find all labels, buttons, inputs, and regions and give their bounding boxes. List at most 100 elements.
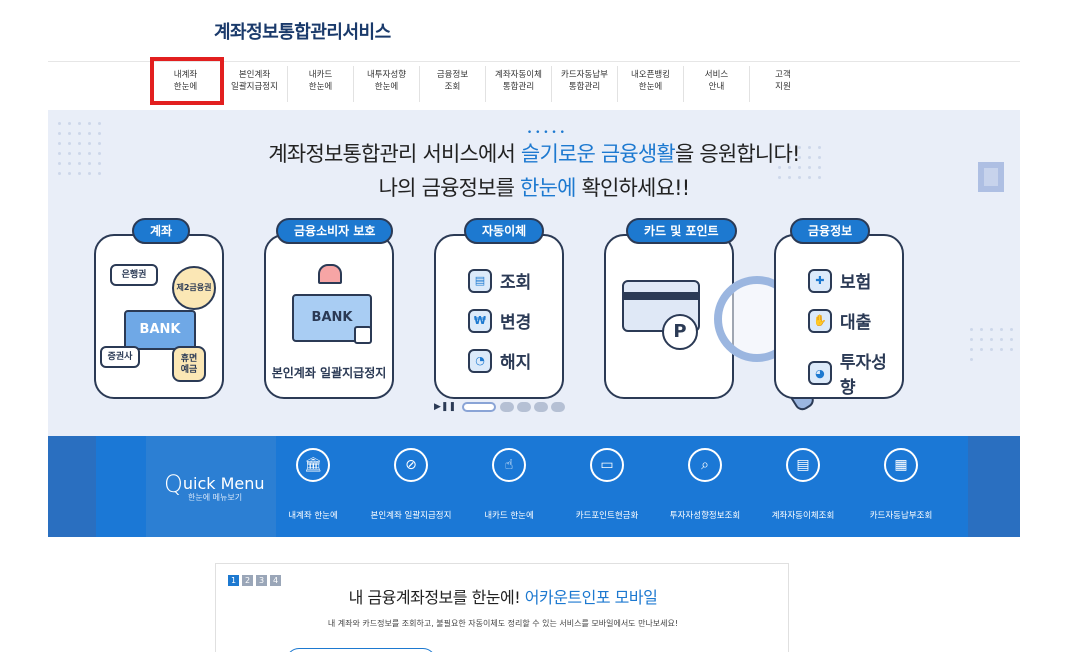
document-search-icon: ▤	[468, 268, 492, 293]
quick-menu-subtitle: 한눈에 메뉴보기	[188, 493, 243, 502]
hero-text: 나의 금융정보를	[378, 176, 521, 200]
dot-pattern	[778, 146, 828, 186]
quick-item-label: 계좌자동이체조회	[771, 511, 835, 521]
slider-controls: ▶❚❚	[434, 402, 568, 412]
hero-text: 계좌정보통합관리 서비스에서	[268, 142, 521, 166]
hero-text: 확인하세요!!	[575, 176, 690, 200]
dot-pattern	[970, 328, 1020, 368]
nav-item-investment-profile[interactable]: 내투자성향 한눈에	[354, 66, 420, 102]
auto-transfer-change[interactable]: ₩변경	[468, 308, 531, 333]
nav-item-my-cards[interactable]: 내카드 한눈에	[288, 66, 354, 102]
bubble-dormant-deposit: 휴면 예금	[172, 346, 206, 382]
bank-building: BANK	[124, 310, 196, 350]
quick-menu-heading-text: uick Menu	[182, 474, 265, 493]
quick-menu-heading: Quick Menu	[164, 470, 265, 498]
gnb-divider	[48, 61, 1020, 62]
financial-info-insurance[interactable]: ✚ 보험	[808, 268, 871, 293]
card-consumer-protection[interactable]: BANK 본인계좌 일괄지급정지	[264, 234, 394, 399]
card-cards-points[interactable]: P	[604, 234, 734, 399]
card-financial-info[interactable]: ✚ 보험 ✋ 대출 ◕투자성향	[774, 234, 904, 399]
card-point-icon: ▭	[590, 448, 624, 482]
pager-button-2[interactable]: 2	[242, 575, 253, 586]
monitor-search-icon: ⌕	[688, 448, 722, 482]
nav-item-payment-stop[interactable]: 본인계좌 일괄지급정지	[222, 66, 288, 102]
bubble-bank: 은행권	[110, 264, 158, 286]
slide-indicator[interactable]	[534, 402, 549, 412]
bubble-secondary-finance: 제2금융권	[172, 266, 216, 310]
card-accounts[interactable]: BANK 은행권 제2금융권 증권사 휴면 예금	[94, 234, 224, 399]
nav-item-financial-info[interactable]: 금융정보 조회	[420, 66, 486, 102]
hero-headline-2: 나의 금융정보를 한눈에 확인하세요!!	[48, 172, 1020, 202]
card-touch-icon: ☝	[492, 448, 526, 482]
pager-button-4[interactable]: 4	[270, 575, 281, 586]
site-title[interactable]: 계좌정보통합관리서비스	[214, 22, 391, 43]
shield-icon: ✚	[808, 268, 832, 293]
quick-menu-title: Quick Menu 한눈에 메뉴보기	[146, 436, 276, 537]
point-coin-icon: P	[662, 314, 698, 350]
auto-transfer-cancel[interactable]: ◔ 해지	[468, 348, 531, 373]
bubble-securities: 증권사	[100, 346, 140, 368]
quick-item-payment-stop[interactable]: ⊘ 본인계좌 일괄지급정지	[362, 436, 460, 537]
quick-item-card-autopay[interactable]: ▦ 카드자동납부조회	[852, 436, 950, 537]
slide-indicator[interactable]	[500, 402, 515, 412]
bank-icon: 🏛	[296, 448, 330, 482]
menu-label: 대출	[840, 313, 872, 333]
nav-item-auto-transfer[interactable]: 계좌자동이체 통합관리	[486, 66, 552, 102]
quick-item-label: 투자자성향정보조회	[669, 511, 741, 521]
nav-item-customer-support[interactable]: 고객 지원	[775, 70, 791, 92]
promo-section: 1 2 3 4 내 금융계좌정보를 한눈에! 어카운트인포 모바일 내 계좌와 …	[215, 563, 789, 652]
nav-item-service-guide[interactable]: 서비스 안내	[684, 66, 750, 102]
quick-menu-items: 🏛 내계좌 한눈에 ⊘ 본인계좌 일괄지급정지 ☝ 내카드 한눈에 ▭ 카드포인…	[264, 436, 950, 537]
nav-item-card-autopay[interactable]: 카드자동납부 통합관리	[552, 66, 618, 102]
menu-label: 투자성향	[839, 353, 887, 398]
quick-menu-band: Quick Menu 한눈에 메뉴보기 🏛 내계좌 한눈에 ⊘ 본인계좌 일괄지…	[48, 436, 1020, 537]
slide-indicator-active[interactable]	[462, 402, 497, 412]
card-tag-auto-transfer: 자동이체	[464, 218, 545, 244]
financial-info-loan[interactable]: ✋ 대출	[808, 308, 871, 333]
promo-title-text: 내 금융계좌정보를 한눈에!	[348, 588, 525, 607]
nav-highlight-box	[150, 57, 224, 105]
menu-label: 해지	[500, 353, 532, 373]
promo-button[interactable]	[286, 648, 436, 652]
pager-button-3[interactable]: 3	[256, 575, 267, 586]
auto-transfer-icon: ▤	[786, 448, 820, 482]
nav-item-open-banking[interactable]: 내오픈뱅킹 한눈에	[618, 66, 684, 102]
auto-transfer-inquiry[interactable]: ▤ 조회	[468, 268, 531, 293]
card-tag-financial-info: 금융정보	[790, 218, 871, 244]
global-nav: 내계좌 한눈에 본인계좌 일괄지급정지 내카드 한눈에 내투자성향 한눈에 금융…	[150, 66, 816, 102]
promo-pager: 1 2 3 4	[228, 575, 284, 586]
card-auto-transfer[interactable]: ▤ 조회 ₩변경 ◔ 해지	[434, 234, 564, 399]
quick-item-my-accounts[interactable]: 🏛 내계좌 한눈에	[264, 436, 362, 537]
dot-pattern	[58, 122, 108, 182]
slide-indicator[interactable]	[517, 402, 532, 412]
quick-item-auto-transfer[interactable]: ▤ 계좌자동이체조회	[754, 436, 852, 537]
card-tag-cards-points: 카드 및 포인트	[626, 218, 737, 244]
slide-indicator[interactable]	[551, 402, 566, 412]
play-pause-icon[interactable]: ▶❚❚	[434, 402, 457, 412]
quick-item-my-cards[interactable]: ☝ 내카드 한눈에	[460, 436, 558, 537]
exchange-icon: ₩	[468, 308, 492, 333]
quick-menu-q: Q	[164, 470, 183, 498]
auto-pay-search-icon: ▦	[884, 448, 918, 482]
pager-button-1[interactable]: 1	[228, 575, 239, 586]
card-tag-consumer-protection: 금융소비자 보호	[276, 218, 394, 244]
quick-item-label: 내카드 한눈에	[484, 511, 534, 521]
decorative-square	[978, 162, 1004, 192]
piggy-bank-icon: ◔	[468, 348, 492, 373]
quick-item-card-point-cash[interactable]: ▭ 카드포인트현금화	[558, 436, 656, 537]
promo-title-highlight: 어카운트인포 모바일	[524, 588, 658, 607]
menu-label: 조회	[500, 273, 532, 293]
hand-coin-icon: ✋	[808, 308, 832, 333]
promo-title: 내 금융계좌정보를 한눈에! 어카운트인포 모바일	[216, 584, 790, 608]
financial-info-investment[interactable]: ◕투자성향	[808, 348, 902, 398]
hero-highlight-text: 한눈에	[520, 176, 576, 200]
quick-menu: Quick Menu 한눈에 메뉴보기 🏛 내계좌 한눈에 ⊘ 본인계좌 일괄지…	[96, 436, 968, 537]
lock-icon	[354, 326, 372, 344]
card-block-icon: ⊘	[394, 448, 428, 482]
quick-item-label: 내계좌 한눈에	[288, 511, 338, 521]
quick-item-investor-profile[interactable]: ⌕ 투자자성향정보조회	[656, 436, 754, 537]
hero-highlight-text: 슬기로운 금융생활	[521, 142, 676, 166]
hero-text: 을 응원합니다!	[674, 142, 800, 166]
menu-label: 보험	[840, 273, 872, 293]
